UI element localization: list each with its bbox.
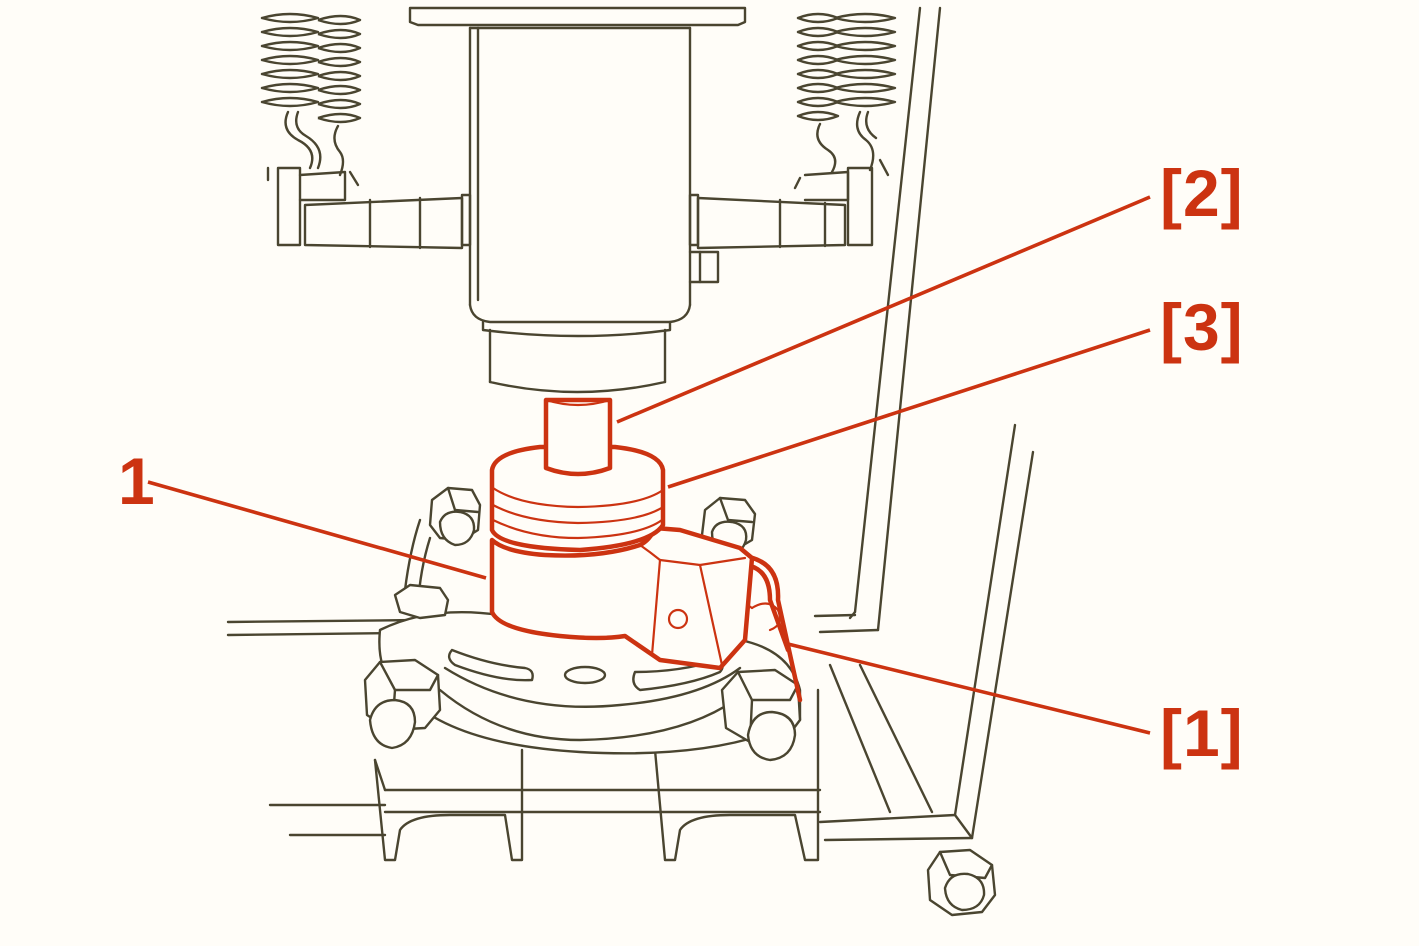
lower-nut bbox=[926, 848, 997, 917]
leader-lines bbox=[147, 195, 1151, 735]
left-bolt bbox=[363, 658, 442, 750]
right-bolt bbox=[720, 668, 802, 762]
push-pin bbox=[543, 397, 613, 477]
callout-ref-3: [3] bbox=[1160, 290, 1244, 364]
right-spring-back bbox=[796, 12, 840, 122]
press-frame bbox=[226, 6, 1035, 842]
callout-ref-1: [1] bbox=[1160, 696, 1244, 770]
right-spring-front bbox=[834, 12, 897, 108]
left-spring-back bbox=[260, 12, 320, 108]
leader-ref-1 bbox=[787, 642, 1151, 735]
left-spring-assembly bbox=[260, 12, 464, 250]
leader-ref-2 bbox=[616, 195, 1151, 424]
collar-ring bbox=[489, 444, 666, 553]
leader-ref-3 bbox=[667, 328, 1151, 489]
right-spring-assembly bbox=[696, 12, 897, 250]
leader-part-1 bbox=[147, 480, 487, 580]
hydraulic-ram bbox=[408, 6, 747, 394]
left-spring-front bbox=[317, 14, 362, 124]
callout-part-1: 1 bbox=[118, 444, 156, 518]
callout-ref-2: [2] bbox=[1160, 156, 1244, 230]
back-left-bolts bbox=[393, 486, 482, 620]
highlighted-parts bbox=[489, 397, 803, 703]
